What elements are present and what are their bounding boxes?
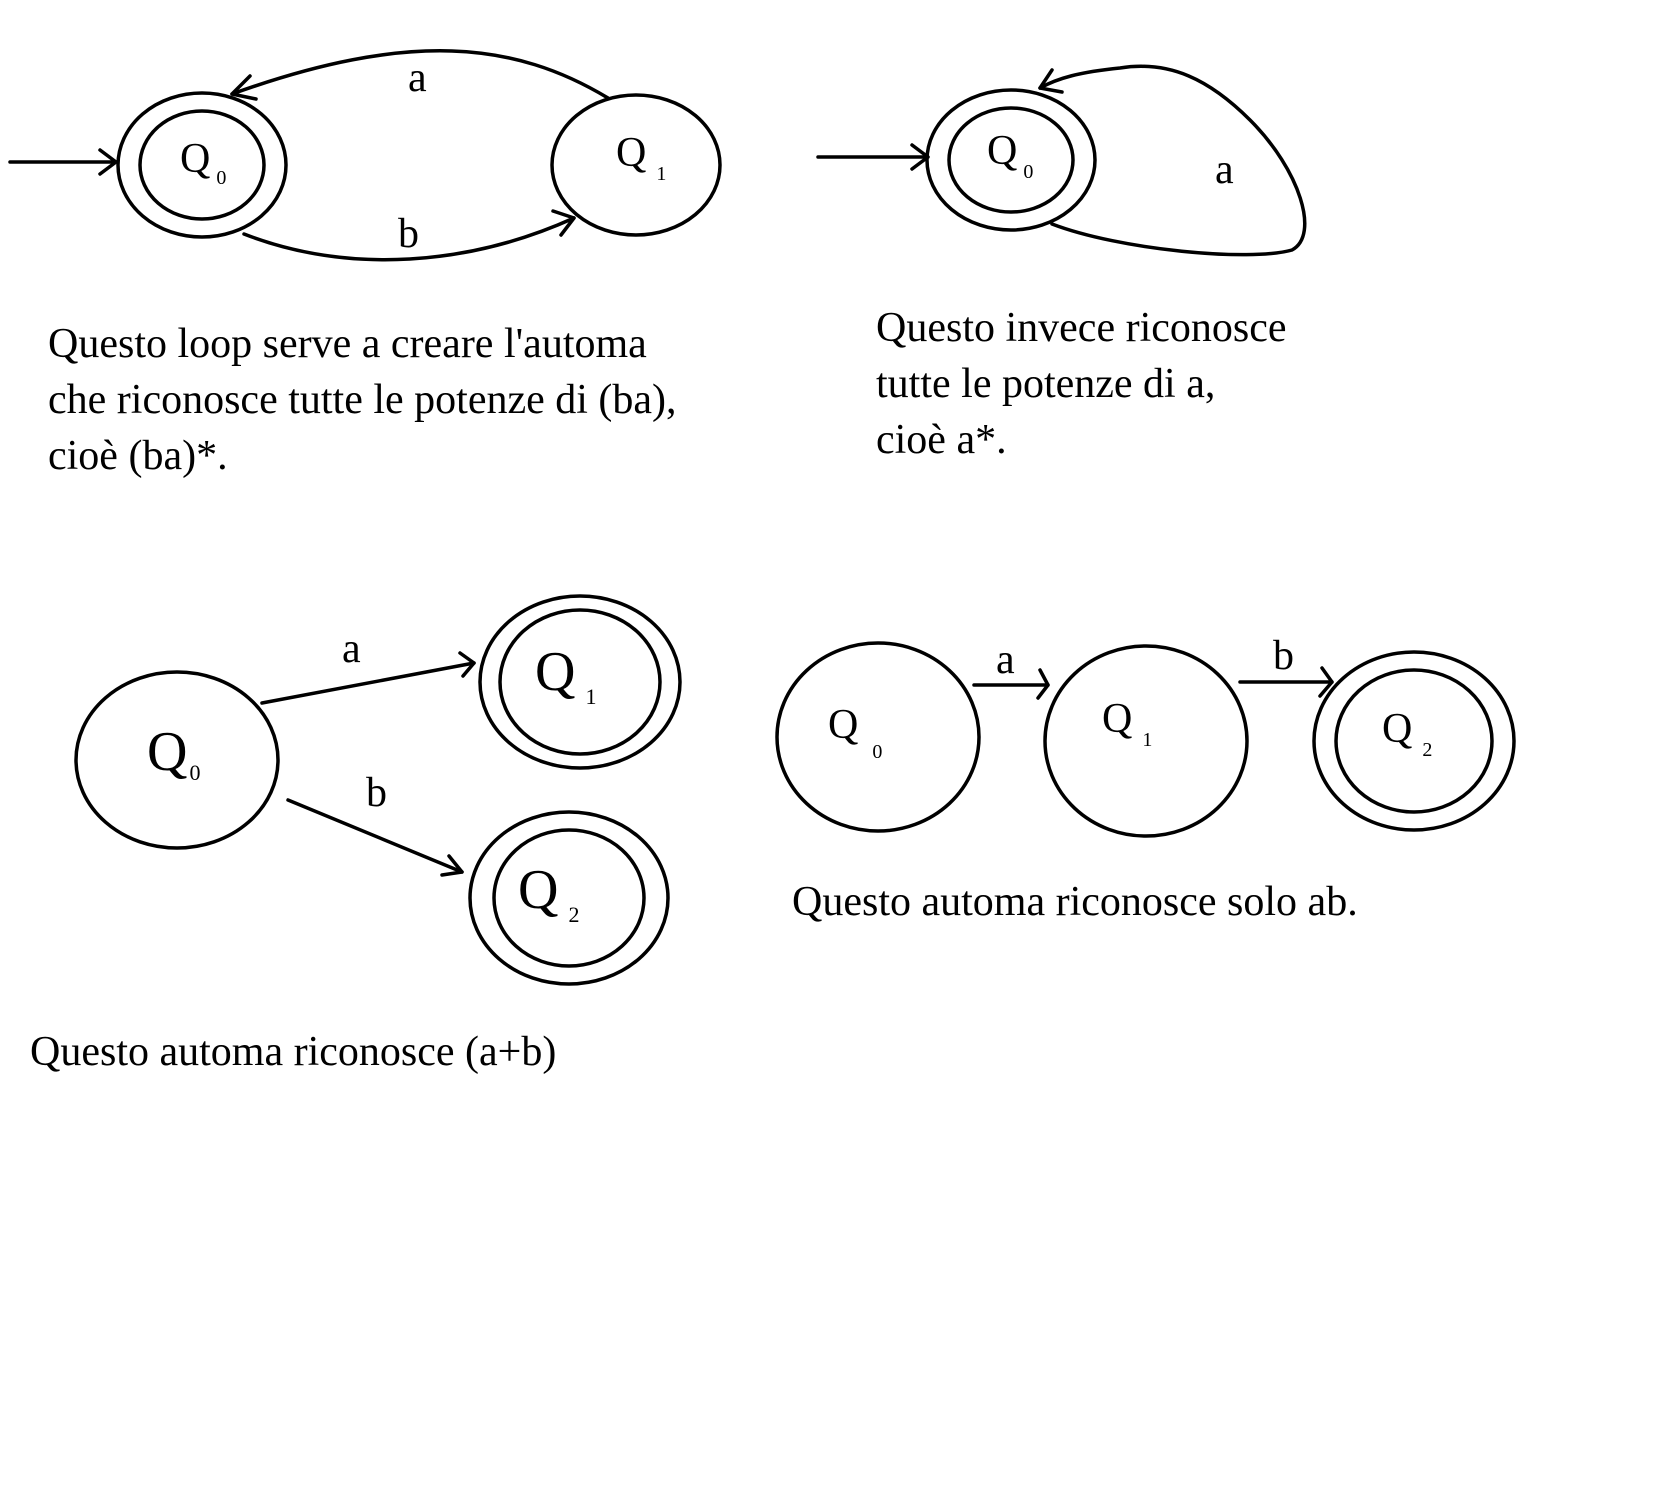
state-q0 <box>775 641 981 833</box>
arrowhead-a <box>458 651 476 678</box>
transition-b-label: b <box>366 770 387 816</box>
initial-arrow <box>8 148 118 176</box>
caption-ba-star: Questo loop serve a creare l'automa che … <box>48 316 677 484</box>
caption-line: Questo invece riconosce <box>876 305 1287 351</box>
state-q2-inner <box>492 828 646 968</box>
arrowhead-b <box>440 854 464 877</box>
arrowhead-a <box>1036 668 1050 700</box>
transition-a <box>260 661 476 705</box>
caption-line: Questo loop serve a creare l'automa <box>48 321 647 367</box>
caption-a-plus-b: Questo automa riconosce (a+b) <box>30 1024 556 1080</box>
transition-a-q1-q0 <box>230 49 610 100</box>
arrowhead-b <box>551 209 576 237</box>
transition-a-label: a <box>996 637 1015 683</box>
caption-line: cioè (ba)*. <box>48 433 228 479</box>
caption-a-star: Questo invece riconosce tutte le potenze… <box>876 300 1287 468</box>
caption-ab: Questo automa riconosce solo ab. <box>792 874 1358 930</box>
arrowhead-a <box>230 74 258 101</box>
caption-line: Questo automa riconosce solo ab. <box>792 879 1358 925</box>
caption-line: cioè a*. <box>876 417 1007 463</box>
state-q0 <box>74 670 280 850</box>
state-q2-outer <box>1312 650 1516 832</box>
state-q1-inner <box>498 608 662 756</box>
loop-a-label: a <box>1215 147 1234 193</box>
state-q0-label: Q0 <box>828 702 882 763</box>
caption-line: tutte le potenze di a, <box>876 361 1216 407</box>
caption-line: che riconosce tutte le potenze di (ba), <box>48 377 677 423</box>
state-q1-outer <box>478 594 682 770</box>
arrowhead-b <box>1318 666 1334 698</box>
caption-line: Questo automa riconosce (a+b) <box>30 1029 557 1075</box>
self-loop-a <box>1038 64 1307 257</box>
state-q2-inner <box>1334 668 1494 814</box>
state-q0-outer <box>925 88 1097 232</box>
transition-a-label: a <box>342 626 361 672</box>
initial-arrow <box>816 143 930 171</box>
state-q0-label: Q0 <box>147 721 200 785</box>
transition-b-label: b <box>398 211 419 257</box>
state-q1 <box>550 93 722 237</box>
transition-b-q0-q1 <box>242 216 576 262</box>
state-q2-outer <box>468 810 670 986</box>
transition-b-label: b <box>1273 633 1294 679</box>
arrowhead-loop <box>1038 68 1064 94</box>
transition-a-label: a <box>408 55 427 101</box>
state-q1 <box>1043 644 1249 838</box>
state-q0-inner <box>138 109 266 221</box>
state-q0-inner <box>947 106 1075 214</box>
state-q0-outer <box>116 91 288 239</box>
transition-b <box>286 798 464 874</box>
